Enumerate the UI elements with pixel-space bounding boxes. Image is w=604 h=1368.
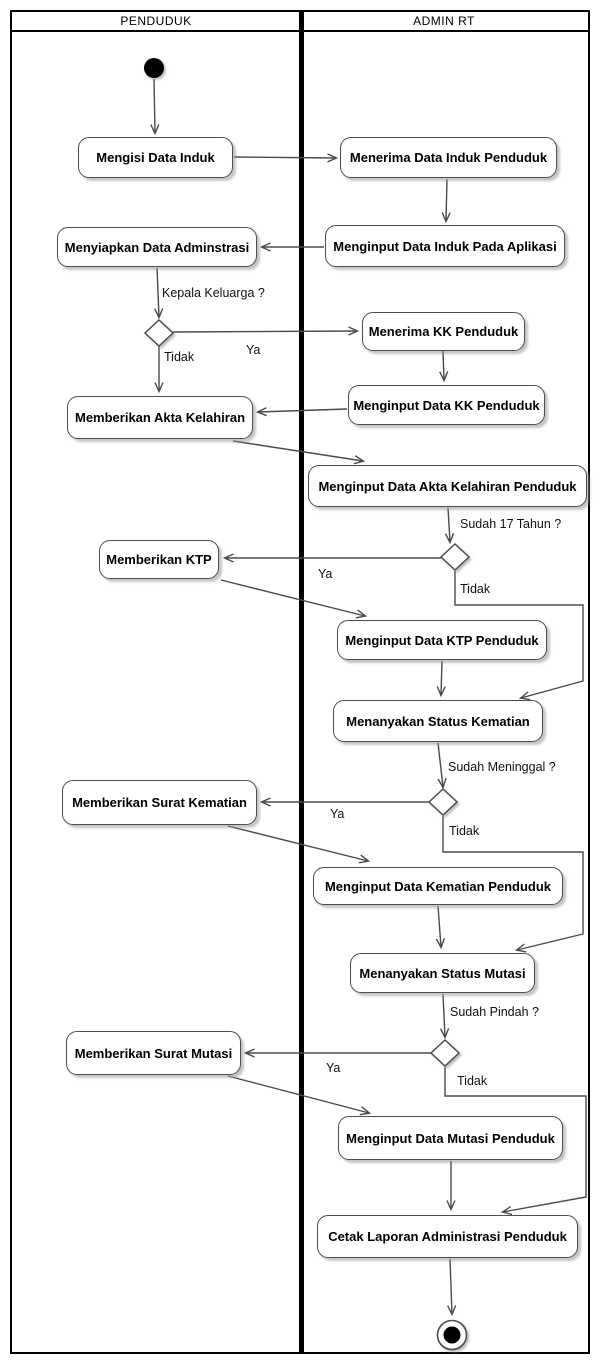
edge-menanyakan-kematian-to-decision-meninggal bbox=[437, 742, 447, 790]
edge-cetak-to-end bbox=[447, 1258, 457, 1317]
control-nodes bbox=[143, 58, 471, 1351]
activity-menginput-akta: Menginput Data Akta Kelahiran Penduduk bbox=[308, 465, 587, 507]
activity-menginput-mutasi: Menginput Data Mutasi Penduduk bbox=[338, 1116, 563, 1160]
activity-menerima-kk: Menerima KK Penduduk bbox=[362, 312, 525, 351]
guard-sudah-17-tahun: Sudah 17 Tahun ? bbox=[460, 517, 562, 531]
edge-menanyakan-mutasi-to-decision-pindah bbox=[439, 993, 450, 1040]
label-tidak-kepala-keluarga: Tidak bbox=[164, 350, 195, 364]
edge-menginput-kk-to-memberikan-akta bbox=[255, 407, 348, 417]
decision-kepala-keluarga bbox=[143, 318, 175, 348]
edge-surat-kematian-to-menginput-kematian bbox=[227, 825, 371, 864]
decision-sudah-17-tahun bbox=[439, 542, 471, 572]
edge-menginput-kematian-to-menanyakan-mutasi bbox=[435, 905, 446, 950]
activity-menyiapkan-data-adminstrasi: Menyiapkan Data Adminstrasi bbox=[57, 227, 257, 267]
label-ya-kepala-keluarga: Ya bbox=[246, 343, 261, 357]
activity-memberikan-ktp: Memberikan KTP bbox=[99, 540, 219, 579]
label-ya-sudah-pindah: Ya bbox=[326, 1061, 341, 1075]
activity-memberikan-surat-kematian: Memberikan Surat Kematian bbox=[62, 780, 257, 825]
end-node bbox=[436, 1319, 468, 1351]
lane-header-admin-rt: ADMIN RT bbox=[413, 14, 475, 28]
guard-kepala-keluarga: Kepala Keluarga ? bbox=[162, 286, 265, 300]
label-tidak-sudah-pindah: Tidak bbox=[457, 1074, 488, 1088]
edge-menyiapkan-to-decision-kk bbox=[154, 267, 164, 320]
edge-menerima-induk-to-menginput-induk bbox=[441, 178, 451, 224]
edge-decision-kk-ya-to-menerima-kk bbox=[172, 326, 360, 336]
edge-menginput-ktp-to-menanyakan-kematian bbox=[436, 660, 446, 698]
activity-menginput-data-induk: Menginput Data Induk Pada Aplikasi bbox=[325, 225, 565, 267]
label-ya-sudah-17-tahun: Ya bbox=[318, 567, 333, 581]
activity-cetak-laporan: Cetak Laporan Administrasi Penduduk bbox=[317, 1215, 578, 1258]
activity-memberikan-akta-kelahiran: Memberikan Akta Kelahiran bbox=[67, 396, 253, 439]
lane-header-penduduk: PENDUDUK bbox=[120, 14, 192, 28]
activity-menerima-data-induk: Menerima Data Induk Penduduk bbox=[340, 137, 557, 178]
edge-memberikan-ktp-to-menginput-ktp bbox=[220, 579, 368, 619]
guard-sudah-meninggal: Sudah Meninggal ? bbox=[448, 760, 556, 774]
decision-sudah-meninggal bbox=[427, 787, 459, 817]
label-tidak-sudah-17-tahun: Tidak bbox=[460, 582, 491, 596]
edge-surat-mutasi-to-menginput-mutasi bbox=[227, 1075, 372, 1116]
start-node bbox=[144, 58, 164, 78]
label-ya-sudah-meninggal: Ya bbox=[330, 807, 345, 821]
guard-sudah-pindah: Sudah Pindah ? bbox=[450, 1005, 539, 1019]
edges bbox=[150, 78, 587, 1317]
activity-menanyakan-status-kematian: Menanyakan Status Kematian bbox=[333, 700, 543, 742]
edge-mengisi-to-menerima-induk bbox=[233, 153, 339, 163]
edge-decision-pindah-tidak-to-cetak bbox=[444, 1067, 587, 1216]
activity-menanyakan-status-mutasi: Menanyakan Status Mutasi bbox=[350, 953, 535, 993]
label-tidak-sudah-meninggal: Tidak bbox=[449, 824, 480, 838]
activity-mengisi-data-induk: Mengisi Data Induk bbox=[78, 137, 233, 178]
activity-menginput-kk: Menginput Data KK Penduduk bbox=[348, 385, 545, 425]
decision-sudah-pindah bbox=[429, 1038, 461, 1068]
activity-menginput-ktp: Menginput Data KTP Penduduk bbox=[337, 620, 547, 660]
lane-divider bbox=[299, 12, 304, 1352]
edge-menginput-akta-to-decision-17 bbox=[444, 507, 455, 545]
edge-decision-meninggal-tidak-to-menanyakan-mutasi bbox=[442, 816, 584, 953]
activity-memberikan-surat-mutasi: Memberikan Surat Mutasi bbox=[66, 1031, 241, 1075]
activity-menginput-kematian: Menginput Data Kematian Penduduk bbox=[313, 867, 563, 905]
edge-decision-17-tidak-to-menanyakan-kematian bbox=[454, 571, 584, 701]
edge-memberikan-akta-to-menginput-akta bbox=[232, 440, 366, 465]
edge-start-to-mengisi bbox=[150, 78, 160, 136]
edge-menerima-kk-to-menginput-kk bbox=[439, 350, 449, 383]
